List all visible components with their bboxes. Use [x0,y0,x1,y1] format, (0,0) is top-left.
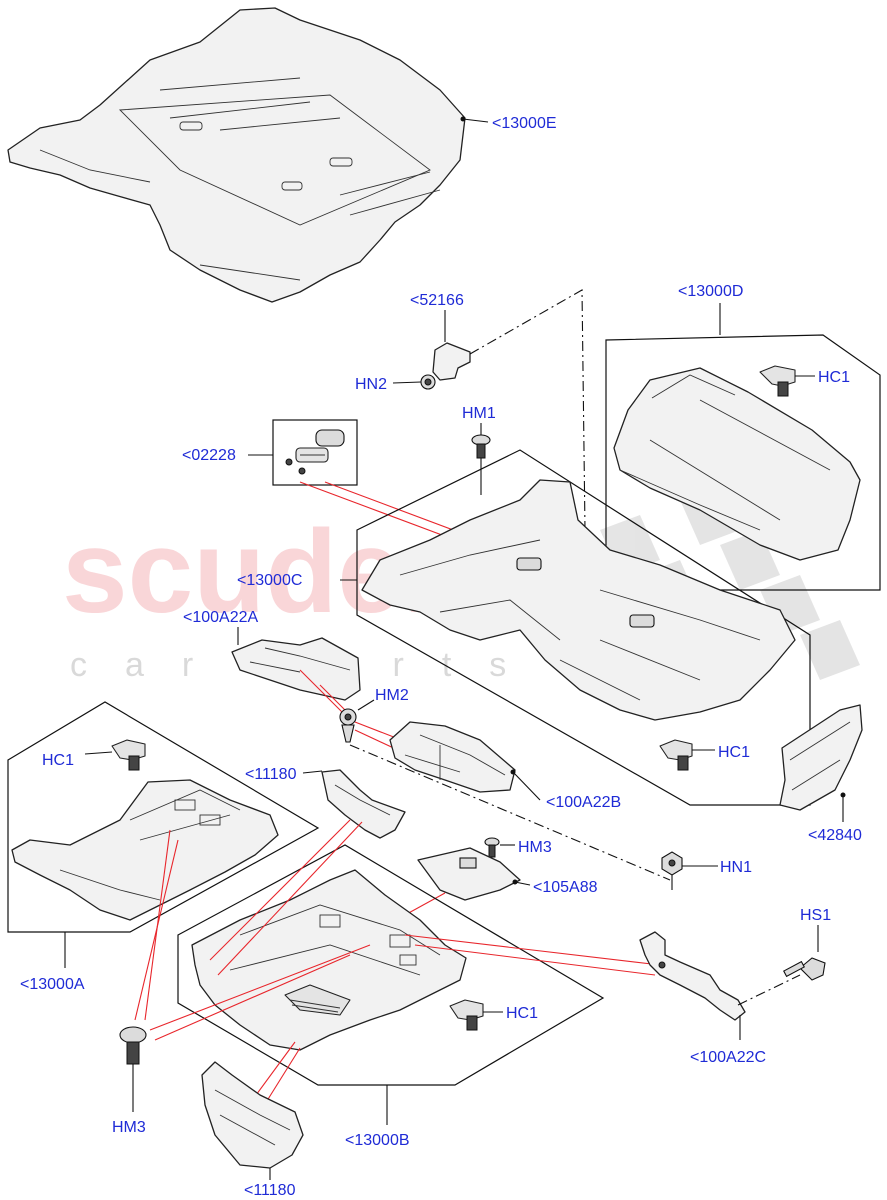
clip-HC1-a[interactable] [111,739,146,771]
fastener-HM3-mid[interactable] [484,837,500,858]
label-HN2[interactable]: HN2 [355,376,387,393]
part-100A22C-bracket[interactable] [639,931,746,1021]
label-HM2[interactable]: HM2 [375,687,409,704]
part-13000C-carpet[interactable] [361,479,796,721]
label-11180-top[interactable]: <11180 [245,766,297,783]
label-HM3-mid[interactable]: HM3 [518,839,552,856]
fastener-HM2[interactable] [339,708,357,743]
label-13000E[interactable]: <13000E [492,115,557,132]
group-box-13000A [7,701,320,933]
label-HS1[interactable]: HS1 [800,907,831,924]
label-HC1-a[interactable]: HC1 [42,752,74,769]
label-13000D[interactable]: <13000D [678,283,743,300]
label-100A22A[interactable]: <100A22A [183,609,259,626]
part-11180-bottom-bracket[interactable] [201,1061,304,1169]
part-105A88-pad[interactable] [417,847,521,901]
clip-HC1-d[interactable] [759,365,796,397]
label-13000A[interactable]: <13000A [20,976,85,993]
part-100A22B-panel[interactable] [389,721,516,793]
part-52166-bracket[interactable] [432,342,471,381]
part-100A22A-panel[interactable] [231,637,361,701]
fastener-HM1[interactable] [471,434,491,459]
clip-HC1-b[interactable] [449,999,484,1031]
label-HM3-low[interactable]: HM3 [112,1119,146,1136]
label-HC1-d[interactable]: HC1 [818,369,850,386]
clip-HC1-c[interactable] [659,739,693,771]
label-02228[interactable]: <02228 [182,447,236,464]
fastener-HM3-low[interactable] [119,1026,147,1065]
label-13000B[interactable]: <13000B [345,1132,410,1149]
label-100A22C[interactable]: <100A22C [690,1049,766,1066]
fastener-HN1-nut[interactable] [661,851,683,876]
part-02228-badge[interactable] [285,429,345,475]
label-42840[interactable]: <42840 [808,827,862,844]
label-100A22B[interactable]: <100A22B [546,794,621,811]
label-11180-bottom[interactable]: <11180 [244,1182,296,1199]
label-HC1-c[interactable]: HC1 [718,744,750,761]
label-HC1-b[interactable]: HC1 [506,1005,538,1022]
group-box-02228 [272,419,358,486]
label-HN1[interactable]: HN1 [720,859,752,876]
part-13000B-carpet[interactable] [191,869,467,1051]
label-52166[interactable]: <52166 [410,292,464,309]
fastener-HN2-nut[interactable] [420,374,436,390]
group-box-13000B [177,844,605,1086]
part-42840-trim[interactable] [779,704,863,811]
part-13000E-carpet[interactable] [7,7,466,303]
label-13000C[interactable]: <13000C [237,572,302,589]
fastener-HS1-bolt[interactable] [783,957,826,981]
part-11180-top-bracket[interactable] [321,769,406,839]
part-13000A-carpet[interactable] [11,779,279,921]
part-13000D-carpet[interactable] [613,367,861,561]
label-105A88[interactable]: <105A88 [533,879,598,896]
label-HM1[interactable]: HM1 [462,405,496,422]
